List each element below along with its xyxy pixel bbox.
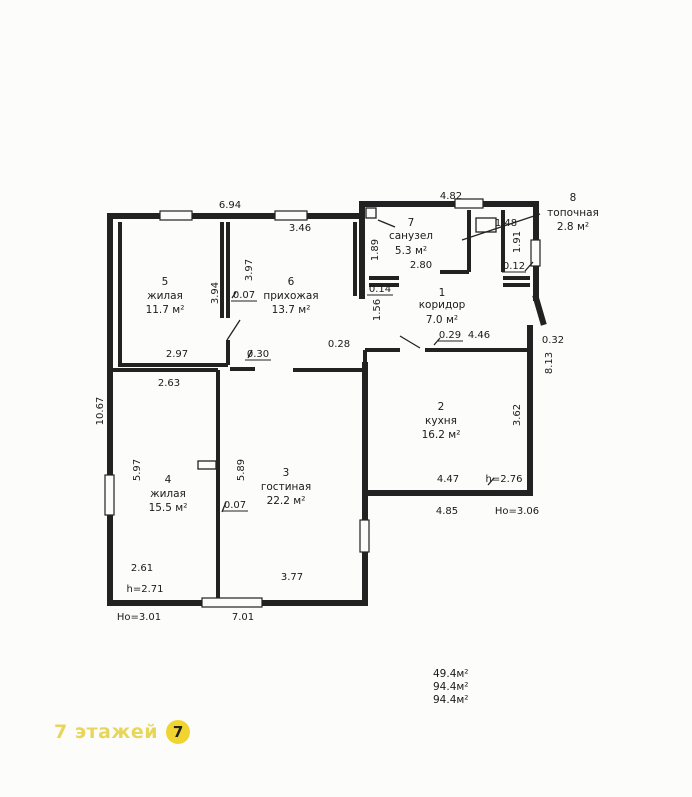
dim-813: 8.13 — [544, 352, 555, 374]
dim-191: 1.91 — [512, 231, 523, 253]
room-number: 5 — [162, 276, 169, 288]
room-number: 8 — [570, 192, 577, 204]
watermark-logo: 7 этажей 7 — [54, 717, 191, 747]
room-name: кухня — [425, 415, 457, 427]
dim-h-kitchen: h=2.76 — [486, 474, 523, 485]
total-living: 49.4м² — [433, 668, 469, 680]
dim-597: 5.97 — [132, 459, 143, 481]
area-totals: 49.4м² 94.4м² 94.4м² — [433, 668, 469, 707]
dim-029: 0.29 — [439, 330, 461, 341]
dim-030: 0.30 — [247, 349, 269, 360]
room-number: 7 — [408, 217, 415, 229]
room-label-7: 7 санузел 5.3 м² — [389, 217, 433, 257]
room-label-3: 3 гостиная 22.2 м² — [261, 467, 311, 507]
windows — [104, 198, 541, 608]
room-area: 2.8 м² — [557, 221, 589, 233]
dim-top-right: 4.82 — [440, 191, 462, 202]
dim-bottom: 7.01 — [232, 612, 254, 623]
logo-text: 7 этажей — [54, 721, 159, 743]
room-number: 4 — [165, 474, 172, 486]
dim-261: 2.61 — [131, 563, 153, 574]
room-number: 2 — [438, 401, 445, 413]
dim-447: 4.47 — [437, 474, 459, 485]
room-area: 5.3 м² — [395, 245, 427, 257]
dim-362: 3.62 — [512, 404, 523, 426]
dim-589: 5.89 — [236, 459, 247, 481]
dim-top-left: 6.94 — [219, 200, 241, 211]
room-name: гостиная — [261, 481, 311, 493]
total-general: 94.4м² — [433, 681, 469, 693]
outer-walls — [107, 201, 547, 606]
room-area: 7.0 м² — [426, 314, 458, 326]
room-area: 16.2 м² — [422, 429, 461, 441]
room-name: жилая — [147, 290, 183, 302]
dim-156: 1.56 — [372, 299, 383, 321]
dim-ho-left: Но=3.01 — [117, 612, 161, 623]
room-name: прихожая — [263, 290, 318, 302]
logo-seven-icon: 7 — [166, 720, 191, 744]
room-label-2: 2 кухня 16.2 м² — [422, 401, 461, 441]
dim-394: 3.94 — [210, 282, 221, 304]
dim-377: 3.77 — [281, 572, 303, 583]
room-number: 1 — [439, 287, 446, 299]
room-label-8: 8 топочная 2.8 м² — [547, 192, 599, 233]
dim-h-left: h=2.71 — [127, 584, 164, 595]
room-area: 22.2 м² — [267, 495, 306, 507]
room-name: коридор — [419, 299, 466, 311]
interior-walls — [110, 210, 530, 598]
room-area: 11.7 м² — [146, 304, 185, 316]
dim-028: 0.28 — [328, 339, 350, 350]
room-number: 6 — [288, 276, 295, 288]
dim-007a: 0.07 — [233, 290, 255, 301]
room-area: 15.5 м² — [149, 502, 188, 514]
dim-1067: 10.67 — [95, 397, 106, 426]
dim-san-w: 2.80 — [410, 260, 432, 271]
dim-297: 2.97 — [166, 349, 188, 360]
dim-ho-right: Но=3.06 — [495, 506, 539, 517]
dim-014: 0.14 — [369, 284, 391, 295]
dimension-labels: 6.94 4.82 3.46 1.89 2.80 1.48 1.91 0.12 … — [95, 191, 564, 623]
room-name: топочная — [547, 207, 599, 219]
dim-prih-top: 3.46 — [289, 223, 311, 234]
dim-446: 4.46 — [468, 330, 490, 341]
dim-263: 2.63 — [158, 378, 180, 389]
room-area: 13.7 м² — [272, 304, 311, 316]
dim-032: 0.32 — [542, 335, 564, 346]
dim-485: 4.85 — [436, 506, 458, 517]
dim-397: 3.97 — [244, 259, 255, 281]
room-label-4: 4 жилая 15.5 м² — [149, 474, 188, 514]
room-name: жилая — [150, 488, 186, 500]
dim-san-h: 1.89 — [370, 239, 381, 261]
dim-012: 0.12 — [503, 261, 525, 272]
room-number: 3 — [283, 467, 290, 479]
dim-007b: 0.07 — [224, 500, 246, 511]
total-overall: 94.4м² — [433, 694, 469, 706]
room-name: санузел — [389, 230, 433, 242]
details — [197, 207, 541, 513]
room-label-6: 6 прихожая 13.7 м² — [263, 276, 318, 316]
room-label-1: 1 коридор 7.0 м² — [419, 287, 466, 326]
room-label-5: 5 жилая 11.7 м² — [146, 276, 185, 316]
dim-148: 1.48 — [495, 218, 517, 229]
